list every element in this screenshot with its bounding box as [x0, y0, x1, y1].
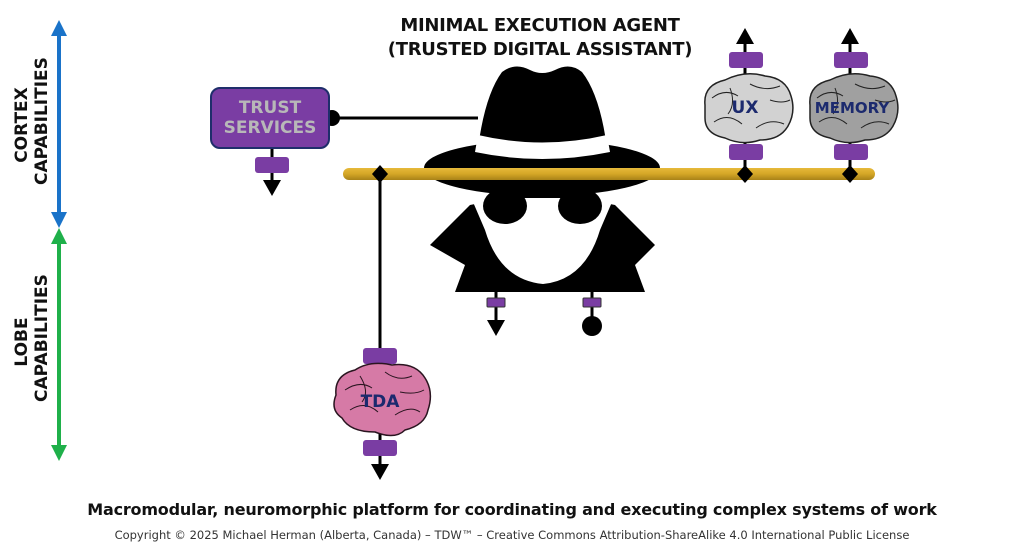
ux-bus-connector	[729, 28, 763, 183]
diagram-title: MINIMAL EXECUTION AGENT (TRUSTED DIGITAL…	[360, 14, 720, 62]
tda-brain-icon	[333, 362, 432, 437]
cortex-label-line2: CAPABILITIES	[32, 57, 52, 185]
trust-services-output-connector	[255, 149, 289, 196]
footer-caption: Macromodular, neuromorphic platform for …	[87, 500, 937, 519]
lobe-axis-arrow	[51, 228, 67, 461]
lobe-label-line1: LOBE	[12, 317, 32, 367]
capability-bus	[343, 168, 875, 180]
title-line2: (TRUSTED DIGITAL ASSISTANT)	[387, 39, 693, 60]
lobe-label-line2: CAPABILITIES	[32, 274, 52, 402]
agent-output-connector-circle	[582, 292, 602, 336]
lobe-capabilities-label: LOBE CAPABILITIES	[12, 274, 52, 402]
memory-brain-icon	[809, 73, 899, 144]
cortex-capabilities-label: CORTEX CAPABILITIES	[12, 57, 52, 185]
title-line1: MINIMAL EXECUTION AGENT	[400, 15, 680, 36]
footer-copyright: Copyright © 2025 Michael Herman (Alberta…	[114, 528, 910, 542]
cortex-label-line1: CORTEX	[12, 87, 32, 163]
memory-bus-connector	[834, 28, 868, 183]
ux-brain-label: UX	[731, 98, 759, 118]
tda-brain-label: TDA	[360, 392, 400, 412]
agent-output-connector-arrow	[486, 292, 506, 336]
ux-brain-icon	[704, 73, 794, 144]
trust-to-agent-link	[324, 110, 478, 126]
trust-services-line1: TRUST	[238, 98, 302, 118]
trust-services-line2: SERVICES	[223, 118, 317, 138]
memory-brain-label: MEMORY	[814, 99, 890, 117]
cortex-axis-arrow	[51, 20, 67, 228]
trust-services-box: TRUST SERVICES	[210, 87, 330, 149]
